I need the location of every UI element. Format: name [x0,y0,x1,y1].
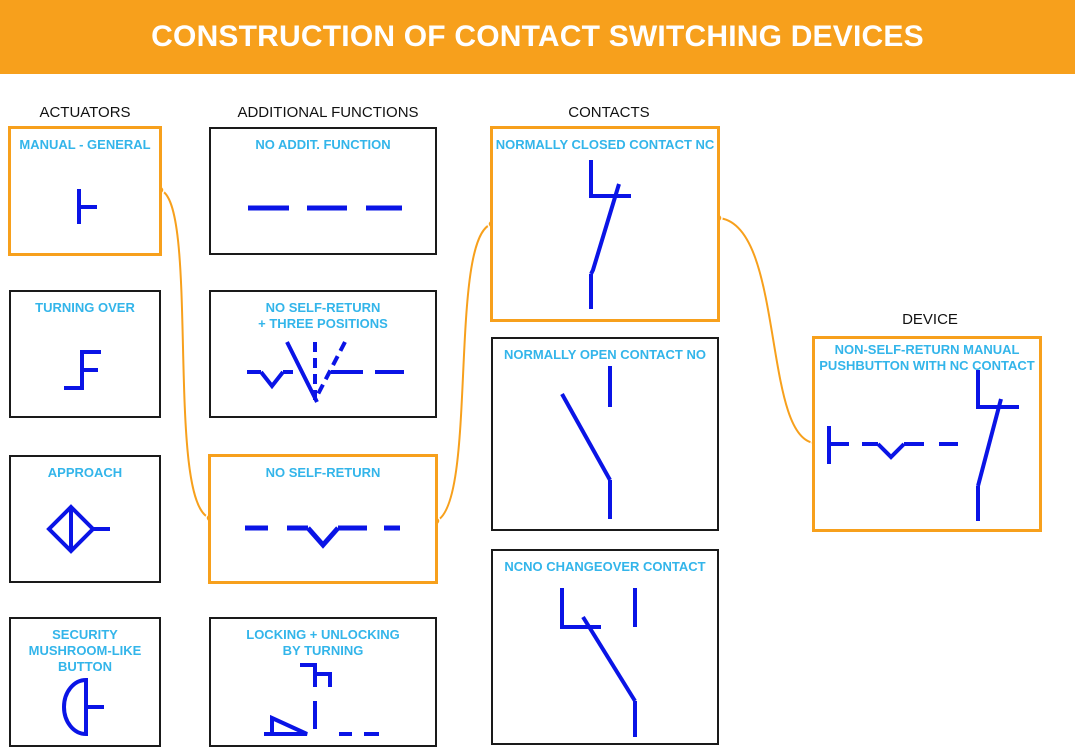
card-label: NO SELF-RETURN + THREE POSITIONS [258,300,388,331]
card-label: NORMALLY OPEN CONTACT NO [504,347,706,362]
connector-actuator-to-function [159,189,211,519]
page-title: CONSTRUCTION OF CONTACT SWITCHING DEVICE… [151,20,924,53]
no-contact-symbol-icon [560,366,612,519]
actuator-card-manual-general: MANUAL - GENERAL [8,126,162,256]
contact-card-normally-closed: NORMALLY CLOSED CONTACT NC [490,126,720,322]
column-header-device: DEVICE [902,311,958,328]
column-header-actuators: ACTUATORS [39,104,131,121]
no-self-return-symbol-icon [245,525,400,549]
no-function-symbol-icon [248,205,402,211]
actuator-card-security-mushroom-button: SECURITY MUSHROOM-LIKE BUTTON [9,617,161,747]
contact-card-ncno-changeover: NCNO CHANGEOVER CONTACT [491,549,719,745]
column-header-additional-functions: ADDITIONAL FUNCTIONS [237,104,419,121]
function-card-no-additional-function: NO ADDIT. FUNCTION [209,127,437,255]
three-positions-symbol-icon [247,341,404,403]
pushbutton-nc-symbol-icon [827,370,1019,521]
connector-function-to-contact [435,223,493,522]
approach-symbol-icon [46,504,110,554]
actuator-card-approach: APPROACH [9,455,161,583]
card-label: SECURITY MUSHROOM-LIKE BUTTON [28,627,142,674]
actuator-card-turning-over: TURNING OVER [9,290,161,418]
card-label: MANUAL - GENERAL [19,137,151,152]
contact-card-normally-open: NORMALLY OPEN CONTACT NO [491,337,719,531]
turning-over-symbol-icon [64,350,101,390]
connector-contact-to-device [717,217,816,444]
card-label: LOCKING + UNLOCKING BY TURNING [246,627,400,658]
card-label: NO ADDIT. FUNCTION [255,137,391,152]
card-label: NO SELF-RETURN [265,465,381,480]
card-label: APPROACH [47,465,123,480]
nc-contact-symbol-icon [589,160,631,309]
changeover-contact-symbol-icon [560,588,637,737]
mushroom-button-symbol-icon [62,677,104,737]
card-label: NORMALLY CLOSED CONTACT NC [495,137,715,152]
card-label: TURNING OVER [35,300,135,315]
function-card-no-self-return: NO SELF-RETURN [208,454,438,584]
locking-turning-symbol-icon [264,663,379,736]
function-card-locking-unlocking-by-turning: LOCKING + UNLOCKING BY TURNING [209,617,437,747]
card-label: NON-SELF-RETURN MANUAL PUSHBUTTON WITH N… [819,342,1035,373]
device-card-pushbutton-nc: NON-SELF-RETURN MANUAL PUSHBUTTON WITH N… [812,336,1042,532]
column-header-contacts: CONTACTS [568,104,650,121]
function-card-no-self-return-three-positions: NO SELF-RETURN + THREE POSITIONS [209,290,437,418]
title-banner [0,0,1075,74]
manual-general-symbol-icon [77,189,97,224]
card-label: NCNO CHANGEOVER CONTACT [504,559,706,574]
